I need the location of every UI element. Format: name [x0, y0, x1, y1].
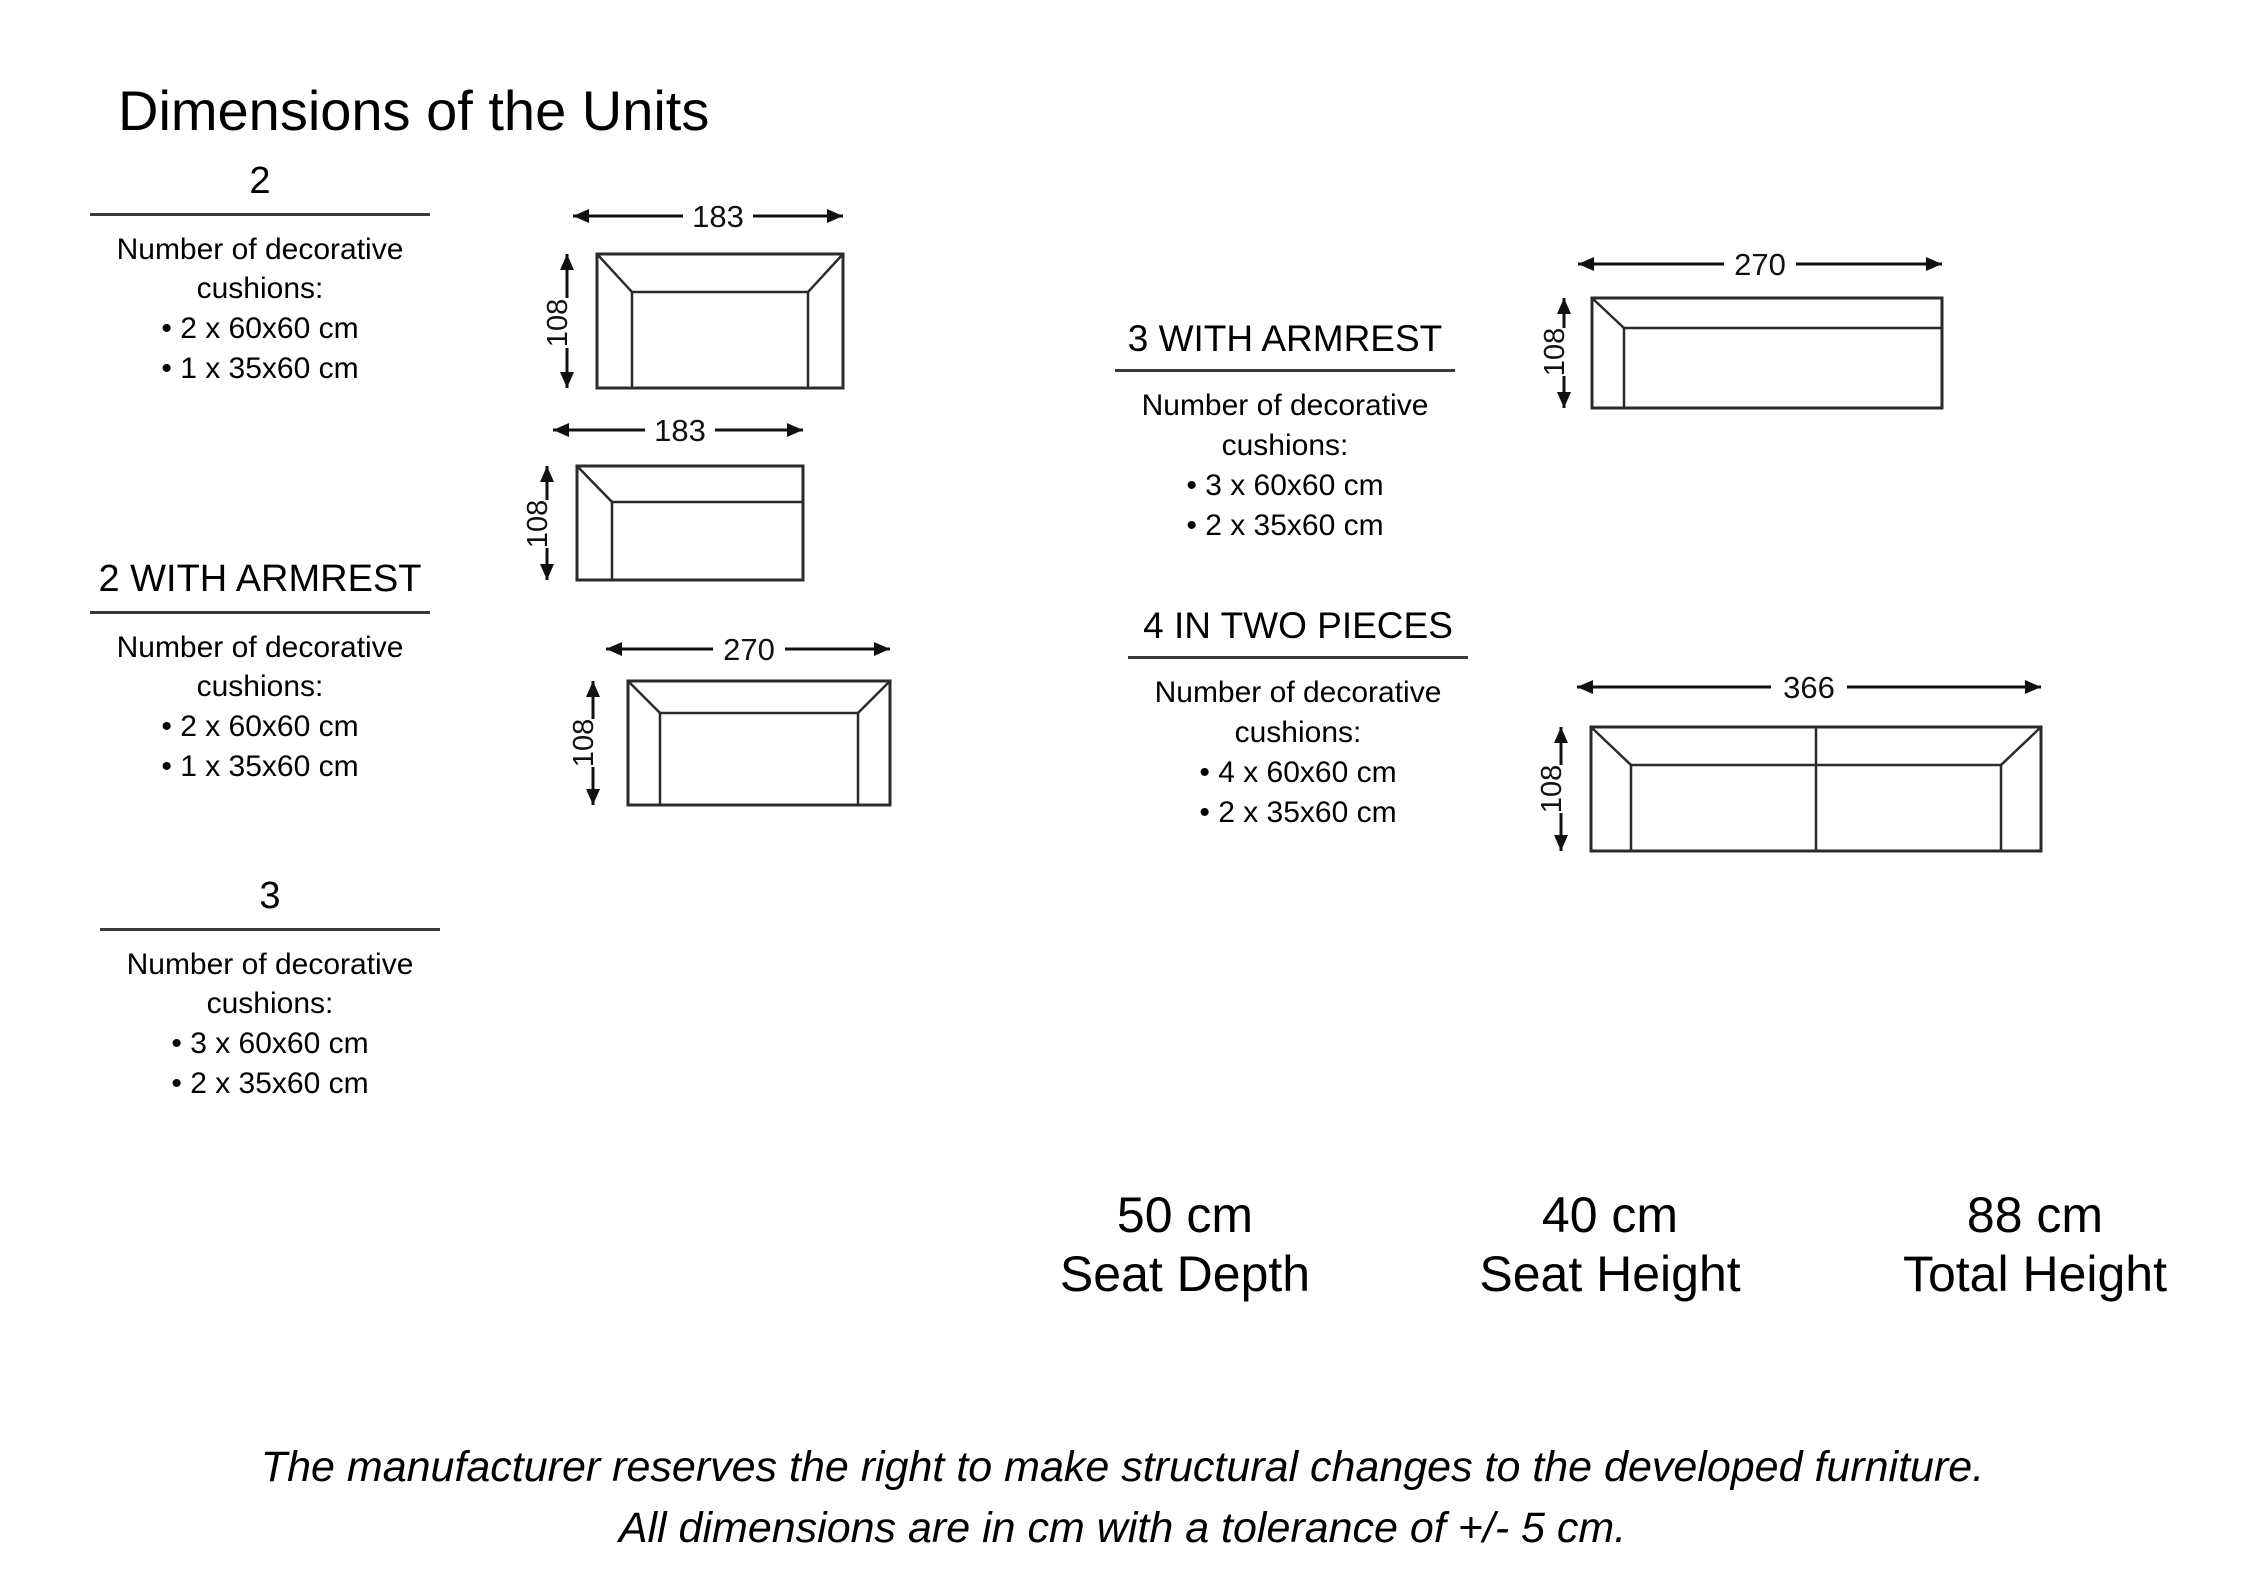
- cushion-item: • 3 x 60x60 cm: [171, 1027, 369, 1061]
- spec-label: Seat Depth: [1059, 1246, 1311, 1302]
- spec-summary-row: 50 cm Seat Depth 40 cm Seat Height 88 cm…: [1020, 1186, 2200, 1304]
- unit-divider-rule: [1128, 656, 1468, 660]
- dimension-width-label: 183: [692, 199, 744, 234]
- spec-label: Total Height: [1902, 1246, 2168, 1302]
- unit-block-3-with-armrest: 3 WITH ARMREST Number of decorative cush…: [1115, 318, 1455, 546]
- dimension-width-label: 270: [723, 632, 775, 667]
- cushion-intro-line2: cushions:: [1234, 716, 1362, 750]
- spec-value: 40 cm: [1541, 1187, 1679, 1243]
- unit-cushion-info: Number of decorative cushions: • 3 x 60x…: [100, 945, 440, 1105]
- sofa-drawing-3-with-armrest: 270 108: [1539, 240, 1970, 430]
- unit-heading: 2 WITH ARMREST: [98, 558, 422, 600]
- disclaimer-line-1: The manufacturer reserves the right to m…: [260, 1443, 1985, 1491]
- spec-label: Seat Height: [1479, 1246, 1741, 1302]
- cushion-intro-line2: cushions:: [1221, 429, 1349, 463]
- dimension-height-label: 108: [568, 719, 600, 767]
- unit-heading: 4 IN TWO PIECES: [1143, 605, 1453, 646]
- unit-heading: 3 WITH ARMREST: [1127, 318, 1443, 359]
- cushion-intro-line1: Number of decorative: [116, 630, 404, 664]
- sofa-drawing-3: 270 108: [568, 625, 918, 825]
- cushion-item: • 2 x 60x60 cm: [161, 312, 359, 346]
- unit-cushion-info: Number of decorative cushions: • 3 x 60x…: [1115, 386, 1455, 546]
- cushion-intro-line1: Number of decorative: [1154, 676, 1442, 710]
- unit-divider-rule: [90, 610, 430, 614]
- dimension-height-label: 108: [1539, 328, 1571, 376]
- cushion-item: • 2 x 35x60 cm: [1186, 509, 1384, 543]
- cushion-item: • 2 x 35x60 cm: [171, 1067, 369, 1101]
- unit-divider-rule: [1115, 369, 1455, 373]
- disclaimer: The manufacturer reserves the right to m…: [0, 1437, 2245, 1559]
- unit-block-4-in-two-pieces: 4 IN TWO PIECES Number of decorative cus…: [1128, 605, 1468, 833]
- unit-divider-rule: [90, 212, 430, 216]
- cushion-intro-line2: cushions:: [196, 272, 324, 306]
- cushion-item: • 2 x 35x60 cm: [1199, 796, 1397, 830]
- cushion-item: • 2 x 60x60 cm: [161, 710, 359, 744]
- sofa-drawing-4-in-two-pieces: 366 108: [1536, 665, 2065, 875]
- cushion-item: • 1 x 35x60 cm: [161, 352, 359, 386]
- page-title: Dimensions of the Units: [118, 79, 710, 142]
- cushion-item: • 1 x 35x60 cm: [161, 750, 359, 784]
- unit-cushion-info: Number of decorative cushions: • 2 x 60x…: [90, 628, 430, 788]
- unit-divider-rule: [100, 927, 440, 931]
- cushion-intro-line2: cushions:: [206, 987, 334, 1021]
- cushion-intro-line1: Number of decorative: [1141, 389, 1429, 423]
- cushion-item: • 4 x 60x60 cm: [1199, 756, 1397, 790]
- unit-block-2-with-armrest: 2 WITH ARMREST Number of decorative cush…: [90, 558, 430, 787]
- dimension-height-label: 108: [1536, 765, 1568, 813]
- dimension-width-label: 366: [1783, 670, 1835, 705]
- sofa-drawing-2-with-armrest: 183 108: [522, 408, 855, 598]
- dimension-width-label: 270: [1734, 247, 1786, 282]
- sofa-drawing-2: 183 108: [542, 192, 875, 402]
- spec-seat-height: 40 cm Seat Height: [1445, 1186, 1775, 1304]
- cushion-intro-line2: cushions:: [196, 670, 324, 704]
- unit-block-2: 2 Number of decorative cushions: • 2 x 6…: [90, 160, 430, 389]
- cushion-intro-line1: Number of decorative: [126, 947, 414, 981]
- spec-value: 50 cm: [1116, 1187, 1254, 1243]
- unit-heading: 2: [249, 160, 271, 202]
- spec-total-height: 88 cm Total Height: [1870, 1186, 2200, 1304]
- unit-cushion-info: Number of decorative cushions: • 4 x 60x…: [1128, 673, 1468, 833]
- dimension-width-label: 183: [654, 413, 706, 448]
- cushion-item: • 3 x 60x60 cm: [1186, 469, 1384, 503]
- dimension-height-label: 108: [542, 299, 574, 347]
- disclaimer-line-2: All dimensions are in cm with a toleranc…: [618, 1504, 1627, 1553]
- cushion-intro-line1: Number of decorative: [116, 232, 404, 266]
- unit-block-3: 3 Number of decorative cushions: • 3 x 6…: [100, 875, 440, 1104]
- spec-seat-depth: 50 cm Seat Depth: [1020, 1186, 1350, 1304]
- dimension-height-label: 108: [522, 500, 554, 548]
- spec-value: 88 cm: [1966, 1187, 2104, 1243]
- unit-heading: 3: [259, 875, 281, 917]
- unit-cushion-info: Number of decorative cushions: • 2 x 60x…: [90, 230, 430, 390]
